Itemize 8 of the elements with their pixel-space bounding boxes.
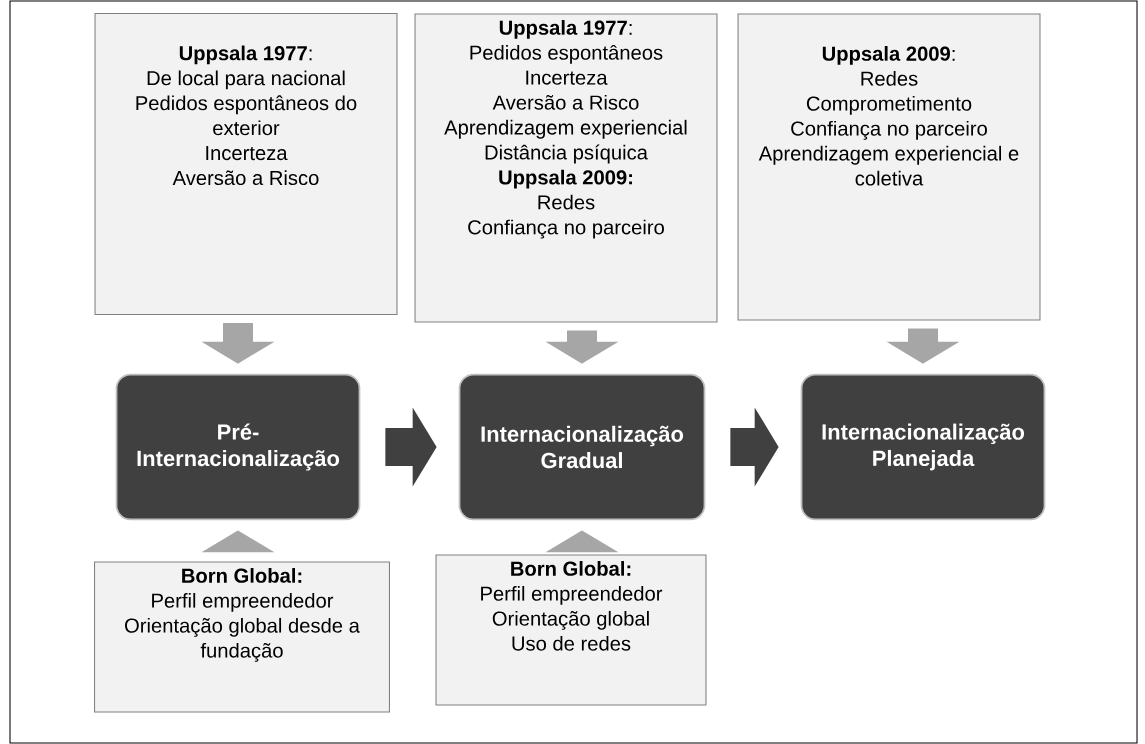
stage-box: Internacionalização Planejada bbox=[800, 373, 1046, 521]
stage-box: Pré-Internacionalização bbox=[115, 373, 361, 521]
text-box: Born Global: Perfil empreendedor Orientação global desde a fundação bbox=[94, 561, 390, 713]
text-box: Uppsala 1977: De local para nacional Pedidos espontâneos do exterior Incerteza Aversão a Risco bbox=[94, 13, 398, 315]
text-box: Born Global: Perfil empreendedor Orientação global Uso de redes bbox=[435, 554, 707, 706]
text-box: Uppsala 1977: Pedidos espontâneos Incerteza Aversão a Risco Aprendizagem experiencial Distância psíquica Uppsala 2009: Redes Confiança no parceiro bbox=[414, 13, 718, 323]
stage-box: Internacionalização Gradual bbox=[458, 373, 706, 521]
text-box: Uppsala 2009: Redes Comprometimento Confiança no parceiro Aprendizagem experiencial e coletiva bbox=[737, 13, 1041, 321]
